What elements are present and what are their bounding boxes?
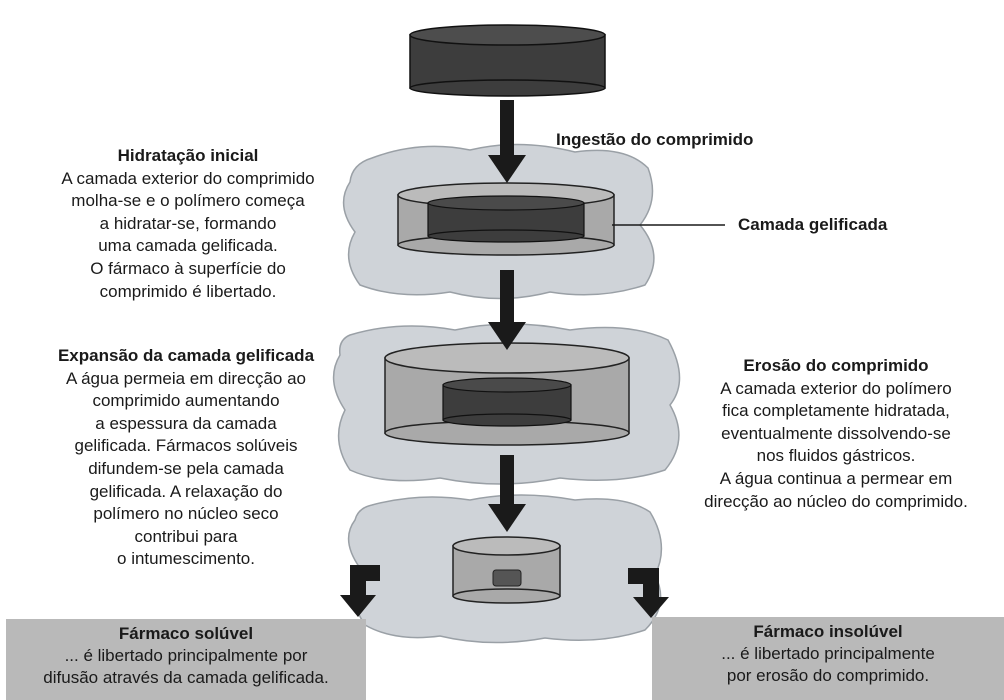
outcome-insoluble: Fármaco insolúvel ... é libertado princi… (652, 617, 1004, 700)
outcome-soluble: Fármaco solúvel ... é libertado principa… (6, 619, 366, 700)
tablet-with-gel-layer (397, 182, 615, 256)
elbow-arrow-right (628, 568, 669, 618)
gel-layer-label: Camada gelificada (738, 215, 888, 234)
outcome-soluble-title: Fármaco solúvel (118, 624, 254, 643)
stage-expansion-title: Expansão da camada gelificada (57, 346, 315, 365)
stage-erosion: Erosão do comprimido A camada exterior d… (668, 355, 1004, 513)
tablet-expanded-gel (384, 342, 630, 446)
outcome-soluble-body: ... é libertado principalmente por difus… (43, 646, 329, 687)
arrow-2 (488, 270, 526, 350)
elbow-arrow-left (340, 565, 380, 617)
outcome-insoluble-body: ... é libertado principalmente por erosã… (721, 644, 935, 685)
ingestion-label: Ingestão do comprimido (556, 130, 754, 149)
stage-erosion-title: Erosão do comprimido (743, 356, 929, 375)
stage-hydration-title: Hidratação inicial (117, 146, 259, 165)
stage-expansion: Expansão da camada gelificada A água per… (0, 345, 372, 571)
stage-hydration: Hidratação inicial A camada exterior do … (18, 145, 358, 303)
stage-erosion-body: A camada exterior do polímero fica compl… (704, 378, 968, 511)
intact-tablet (409, 24, 606, 97)
outcome-insoluble-title: Fármaco insolúvel (753, 622, 903, 641)
arrow-3 (488, 455, 526, 532)
stage-expansion-body: A água permeia em direcção ao comprimido… (65, 368, 307, 569)
eroded-tablet (452, 536, 561, 604)
stage-hydration-body: A camada exterior do comprimido molha-se… (61, 168, 315, 301)
arrow-1 (488, 100, 526, 183)
